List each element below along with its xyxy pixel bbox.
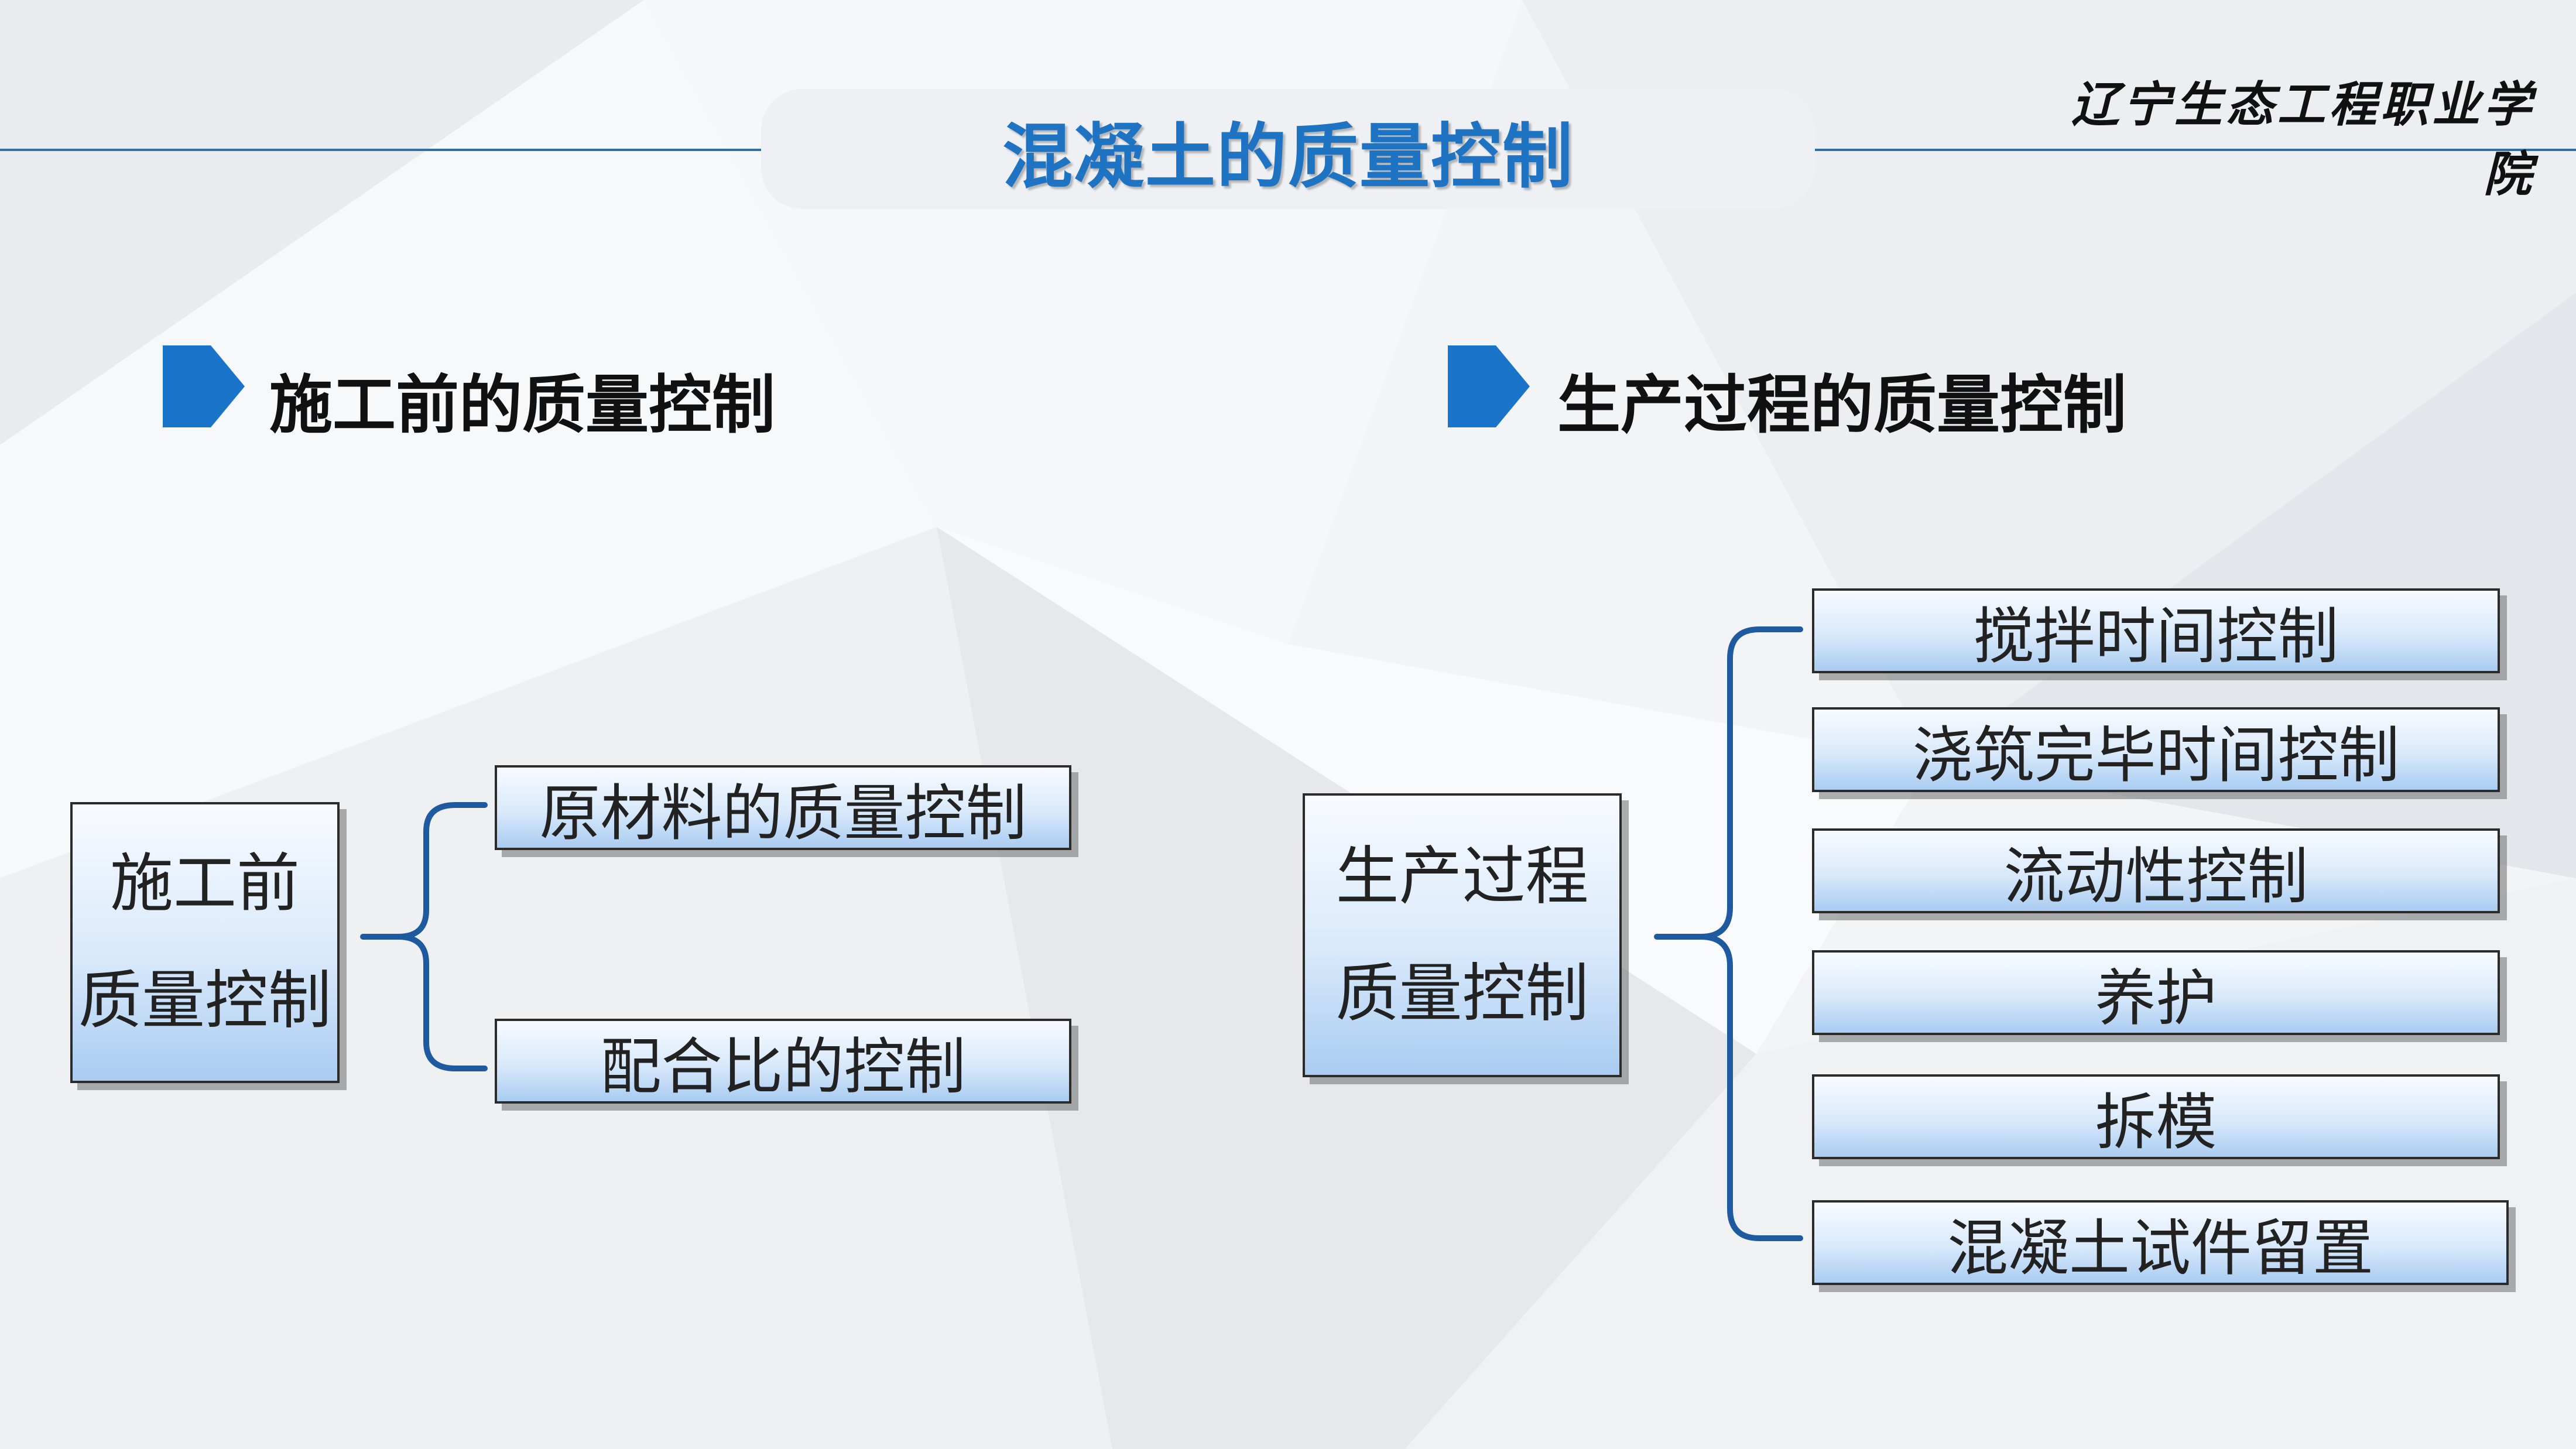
bullet-pentagon-icon	[163, 345, 245, 427]
item-box-fluidity: 流动性控制	[1812, 828, 2500, 913]
root-box-line-2: 质量控制	[1335, 957, 1589, 1030]
root-box-pre-construction: 施工前 质量控制	[70, 802, 340, 1083]
root-box-production-process: 生产过程 质量控制	[1303, 793, 1622, 1077]
root-box-line-1: 生产过程	[1335, 840, 1589, 913]
left-section-heading: 施工前的质量控制	[269, 369, 776, 442]
bullet-pentagon-icon	[1448, 345, 1530, 427]
item-box-formwork-removal: 拆模	[1812, 1074, 2500, 1159]
item-box-raw-materials: 原材料的质量控制	[495, 765, 1071, 850]
root-box-line-1: 施工前	[109, 847, 300, 920]
item-box-mixing-time: 搅拌时间控制	[1812, 588, 2500, 673]
title-pill	[761, 89, 1815, 209]
root-box-line-2: 质量控制	[78, 964, 331, 1037]
item-box-test-specimens: 混凝土试件留置	[1812, 1200, 2509, 1285]
right-section-heading: 生产过程的质量控制	[1557, 369, 2127, 442]
title-rule-left	[0, 149, 764, 151]
item-box-curing: 养护	[1812, 950, 2500, 1035]
institution-logo: 辽宁生态工程职业学院	[2071, 77, 2535, 203]
title-rule-right	[1812, 149, 2576, 151]
item-box-pouring-completion-time: 浇筑完毕时间控制	[1812, 707, 2500, 792]
page-title: 混凝土的质量控制	[1002, 117, 1574, 198]
item-box-mix-ratio: 配合比的控制	[495, 1019, 1071, 1104]
